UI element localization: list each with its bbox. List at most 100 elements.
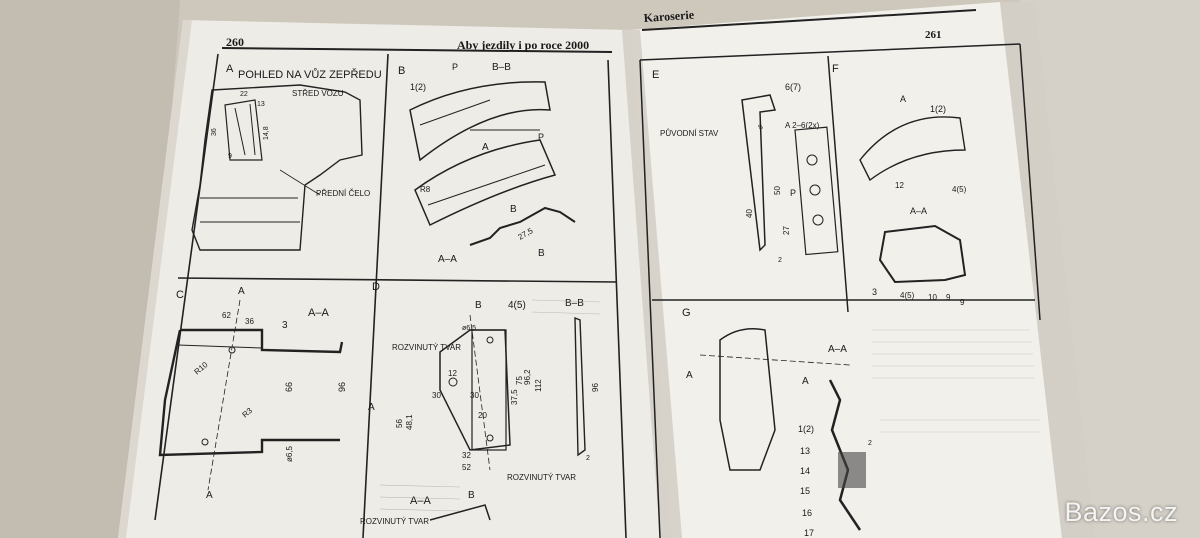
svg-text:3: 3 <box>282 320 288 331</box>
svg-text:A–A: A–A <box>410 495 431 507</box>
svg-text:13: 13 <box>257 101 265 108</box>
svg-text:ø6,5: ø6,5 <box>462 325 476 332</box>
svg-text:36: 36 <box>245 317 254 326</box>
svg-text:14: 14 <box>800 466 810 476</box>
svg-text:A: A <box>900 94 906 104</box>
svg-text:STŘED VOZU: STŘED VOZU <box>292 89 344 98</box>
svg-text:A: A <box>368 402 375 413</box>
svg-text:2: 2 <box>868 440 872 447</box>
svg-text:E: E <box>652 69 659 81</box>
svg-text:B: B <box>538 248 545 259</box>
svg-text:10: 10 <box>928 293 937 302</box>
watermark: Bazos.cz <box>1064 497 1178 528</box>
svg-text:A: A <box>238 286 245 297</box>
svg-text:50: 50 <box>773 186 782 195</box>
right-page-number: 261 <box>925 29 942 41</box>
svg-text:ROZVINUTÝ TVAR: ROZVINUTÝ TVAR <box>392 343 461 352</box>
svg-text:52: 52 <box>462 463 471 472</box>
svg-text:ø6,5: ø6,5 <box>285 445 294 462</box>
svg-text:ROZVINUTÝ TVAR: ROZVINUTÝ TVAR <box>507 473 576 482</box>
svg-text:30: 30 <box>470 391 479 400</box>
svg-text:P: P <box>790 188 796 198</box>
right-running-title: Karoserie <box>643 7 695 25</box>
svg-text:12: 12 <box>448 369 457 378</box>
svg-text:96: 96 <box>337 382 347 392</box>
svg-text:POHLED NA VŮZ ZEPŘEDU: POHLED NA VŮZ ZEPŘEDU <box>238 68 382 81</box>
svg-text:96,2: 96,2 <box>523 369 532 385</box>
svg-text:40: 40 <box>745 209 754 218</box>
left-page <box>118 20 670 538</box>
right-page <box>630 2 1062 538</box>
svg-text:1(2): 1(2) <box>410 82 426 92</box>
svg-text:37,5: 37,5 <box>510 389 519 405</box>
figure-g: G A A A–A 1(2) 13 14 15 16 17 2 <box>682 307 872 538</box>
svg-text:G: G <box>682 307 691 319</box>
svg-text:15: 15 <box>800 486 810 496</box>
svg-text:A–A: A–A <box>910 206 927 216</box>
svg-text:13: 13 <box>800 446 810 456</box>
svg-text:3: 3 <box>872 287 877 297</box>
svg-text:PŘEDNÍ ČELO: PŘEDNÍ ČELO <box>316 189 370 198</box>
right-figure-grid <box>639 43 1041 538</box>
svg-text:48,1: 48,1 <box>405 414 414 430</box>
svg-text:A: A <box>482 142 489 153</box>
svg-text:96: 96 <box>591 383 600 392</box>
svg-text:P: P <box>538 132 544 142</box>
svg-text:32: 32 <box>462 451 471 460</box>
svg-text:B: B <box>475 300 482 311</box>
left-running-title: Aby jezdily i po roce 2000 <box>457 38 589 52</box>
svg-text:2: 2 <box>586 455 590 462</box>
svg-text:17: 17 <box>804 528 814 538</box>
svg-text:4(5): 4(5) <box>508 300 526 311</box>
svg-text:9: 9 <box>946 293 951 302</box>
figure-a: A POHLED NA VŮZ ZEPŘEDU STŘED VOZU PŘEDN… <box>191 63 382 251</box>
svg-text:A 2–6(2x): A 2–6(2x) <box>785 121 820 130</box>
svg-text:PŮVODNÍ STAV: PŮVODNÍ STAV <box>660 129 719 138</box>
svg-text:A: A <box>802 376 809 387</box>
svg-text:P: P <box>452 62 458 72</box>
svg-text:16: 16 <box>802 508 812 518</box>
svg-text:2: 2 <box>778 257 782 264</box>
svg-text:C: C <box>176 289 184 301</box>
svg-text:B–B: B–B <box>492 62 511 73</box>
svg-text:A: A <box>686 370 693 381</box>
svg-text:A–A: A–A <box>308 307 329 319</box>
svg-text:4(5): 4(5) <box>900 291 915 300</box>
svg-text:B–B: B–B <box>565 298 584 309</box>
svg-text:62: 62 <box>222 311 231 320</box>
svg-text:1(2): 1(2) <box>930 104 946 114</box>
svg-text:A: A <box>206 490 213 501</box>
svg-text:D: D <box>372 281 380 293</box>
svg-text:12: 12 <box>895 181 904 190</box>
svg-text:36: 36 <box>211 128 218 136</box>
svg-text:20: 20 <box>478 411 487 420</box>
svg-text:30: 30 <box>432 391 441 400</box>
svg-text:75: 75 <box>515 376 524 385</box>
figure-d: D B 4(5) B–B ROZVINUTÝ TVAR ø6,5 12 30 3… <box>360 281 600 526</box>
watermark-text: Bazos.cz <box>1064 497 1178 527</box>
svg-text:6(7): 6(7) <box>785 82 801 92</box>
svg-text:56: 56 <box>395 419 404 428</box>
svg-text:A–A: A–A <box>828 344 847 355</box>
figure-c: C A A–A 62 36 3 R10 R3 66 96 ø6,5 A <box>158 286 347 501</box>
svg-text:A: A <box>226 63 234 75</box>
svg-text:R8: R8 <box>420 185 431 194</box>
svg-text:27: 27 <box>782 226 791 235</box>
svg-text:F: F <box>832 63 839 75</box>
svg-text:9: 9 <box>960 298 965 307</box>
svg-text:14,8: 14,8 <box>263 126 270 140</box>
svg-text:112: 112 <box>534 379 543 392</box>
svg-text:B: B <box>398 65 405 77</box>
svg-text:A–A: A–A <box>438 254 457 265</box>
svg-text:ROZVINUTÝ TVAR: ROZVINUTÝ TVAR <box>360 517 429 526</box>
svg-text:B: B <box>468 490 475 501</box>
svg-text:9: 9 <box>228 153 232 160</box>
svg-text:8: 8 <box>758 124 765 132</box>
svg-text:4(5): 4(5) <box>952 185 967 194</box>
svg-text:22: 22 <box>240 91 248 98</box>
svg-text:1(2): 1(2) <box>798 424 814 434</box>
figure-f: F 1(2) A 12 4(5) A–A 3 4(5) 10 9 9 <box>832 63 967 307</box>
svg-text:66: 66 <box>284 382 294 392</box>
figure-e: E 6(7) PŮVODNÍ STAV A 2–6(2x) 8 50 27 40… <box>652 69 839 264</box>
